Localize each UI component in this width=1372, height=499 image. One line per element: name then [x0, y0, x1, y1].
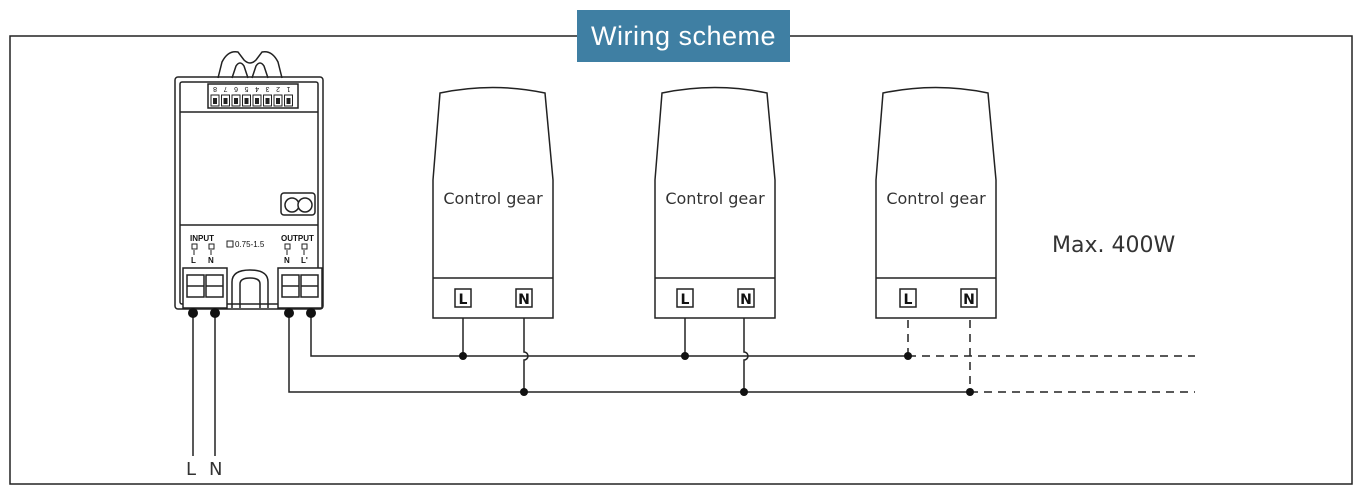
gear-terminal-n: N: [740, 292, 752, 308]
gear-label: Control gear: [886, 189, 986, 208]
dip-switch-number: 2: [276, 85, 280, 92]
terminal-blocks: [182, 267, 323, 309]
gear-label: Control gear: [665, 189, 765, 208]
supply-label-l: L: [186, 459, 196, 480]
wire-size-label: 0.75-1.5: [235, 240, 265, 249]
input-terminal-n: N: [208, 256, 214, 265]
gear-terminal-l: L: [459, 292, 468, 308]
dip-switch-knob: [265, 98, 270, 104]
dip-switch-knob: [234, 98, 238, 104]
gear-terminal-l: L: [681, 292, 690, 308]
gear-terminal-l: L: [904, 292, 913, 308]
gear-terminal-n: N: [963, 292, 975, 308]
dip-switch-number: 5: [244, 85, 248, 92]
dip-switch-knob: [213, 98, 217, 104]
input-label: INPUT: [190, 234, 214, 243]
dip-switch-knob: [244, 98, 249, 104]
control-gear-1: Control gear L N: [432, 86, 554, 319]
junction-dots: [188, 308, 974, 396]
dip-switch-number: 3: [265, 85, 269, 92]
dip-switch-number: 7: [223, 85, 227, 92]
gear-terminal-n: N: [518, 292, 530, 308]
dip-switch-knob: [255, 98, 259, 104]
dip-switch-knob: [223, 98, 228, 104]
dip-switch-knob: [286, 98, 291, 104]
dip-switch-number: 6: [234, 85, 238, 92]
dip-switch-number: 1: [286, 85, 290, 92]
output-terminal-n: N: [284, 256, 290, 265]
output-terminal-l: L': [301, 256, 308, 265]
input-terminal-l: L: [191, 256, 196, 265]
dip-switch-knob: [276, 98, 280, 104]
supply-label-n: N: [209, 459, 222, 480]
dip-switch-number: 8: [213, 85, 217, 92]
screw-caps: [280, 192, 316, 216]
output-label: OUTPUT: [281, 234, 314, 243]
diagram-title: Wiring scheme: [577, 10, 790, 62]
dip-switch-number: 4: [255, 85, 259, 92]
control-gear-2: Control gear L N: [654, 86, 776, 319]
gear-label: Control gear: [443, 189, 543, 208]
wiring: [192, 313, 970, 456]
control-gear-3: Control gear L N: [875, 86, 997, 319]
max-load-label: Max. 400W: [1052, 233, 1175, 258]
dashed-extensions: [907, 320, 1195, 393]
